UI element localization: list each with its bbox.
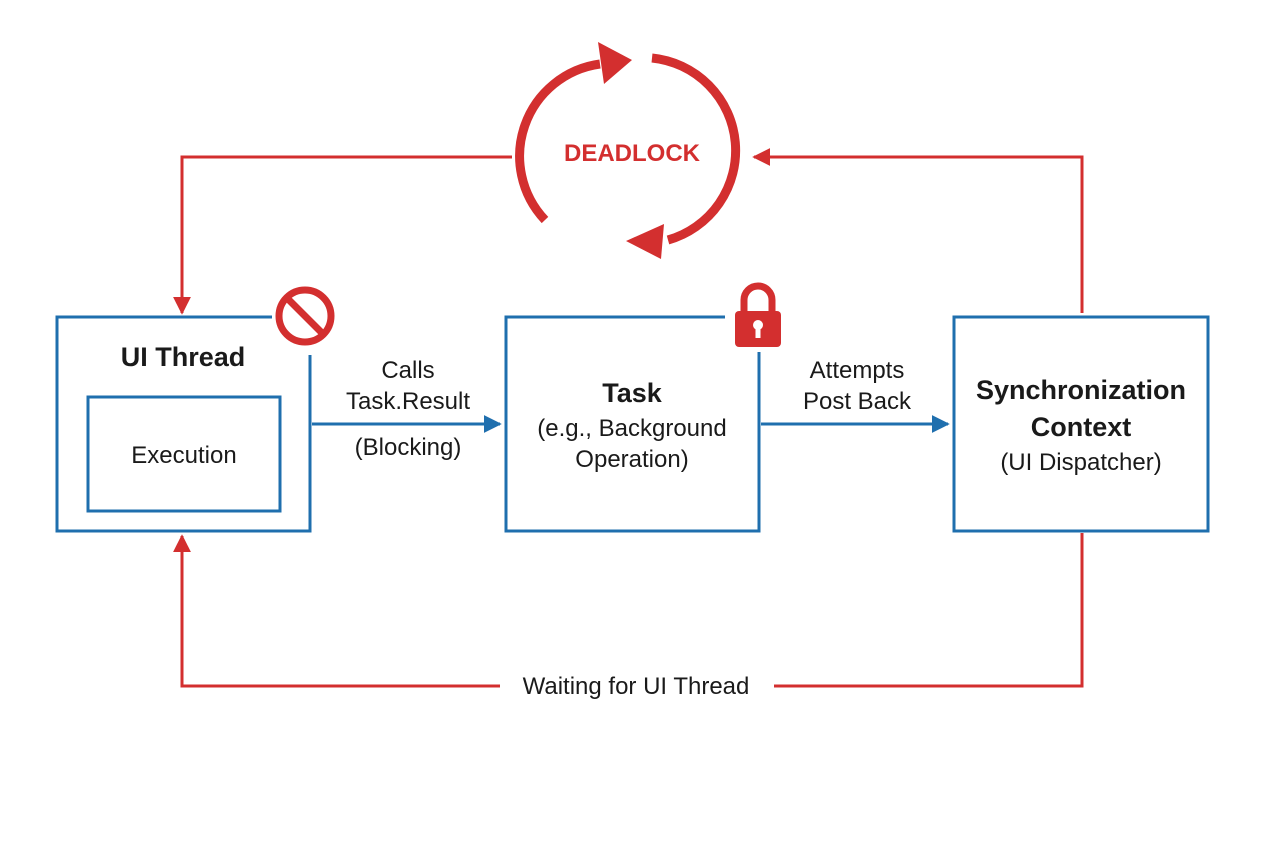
sync-context-subtitle: (UI Dispatcher) [1000,449,1161,476]
execution-label: Execution [131,442,236,469]
calls-label-line1: Calls [381,357,434,384]
task-box: Task (e.g., Background Operation) [504,282,781,533]
deadlock-to-ui-thread-arrow [173,155,512,315]
post-back-edge: Attempts Post Back [761,357,950,433]
ui-thread-title: UI Thread [121,342,246,372]
task-subtitle-line2: Operation) [575,446,688,473]
circular-arrows-icon [515,42,741,259]
deadlock-loop-arrows: Waiting for UI Thread [173,148,1084,700]
ui-thread-box: UI Thread Execution [55,286,335,533]
sync-context-to-deadlock-arrow [752,148,1084,313]
waiting-line-right [774,533,1084,688]
prohibited-icon [275,286,335,346]
post-back-label-line2: Post Back [803,388,912,415]
sync-context-title-line2: Context [1031,412,1132,442]
deadlock-cycle: DEADLOCK [515,42,741,259]
sync-context-box: Synchronization Context (UI Dispatcher) [952,315,1210,533]
calls-label-line2: Task.Result [346,388,470,415]
padlock-icon [735,282,781,347]
post-back-label-line1: Attempts [810,357,905,384]
waiting-label: Waiting for UI Thread [523,673,750,700]
sync-context-title-line1: Synchronization [976,375,1186,405]
calls-edge: Calls Task.Result (Blocking) [312,357,502,461]
execution-box [86,395,282,513]
task-title: Task [602,378,663,408]
task-subtitle-line1: (e.g., Background [537,415,726,442]
calls-label-line3: (Blocking) [355,434,462,461]
deadlock-label: DEADLOCK [564,140,701,167]
waiting-to-ui-thread-arrow [173,534,500,688]
